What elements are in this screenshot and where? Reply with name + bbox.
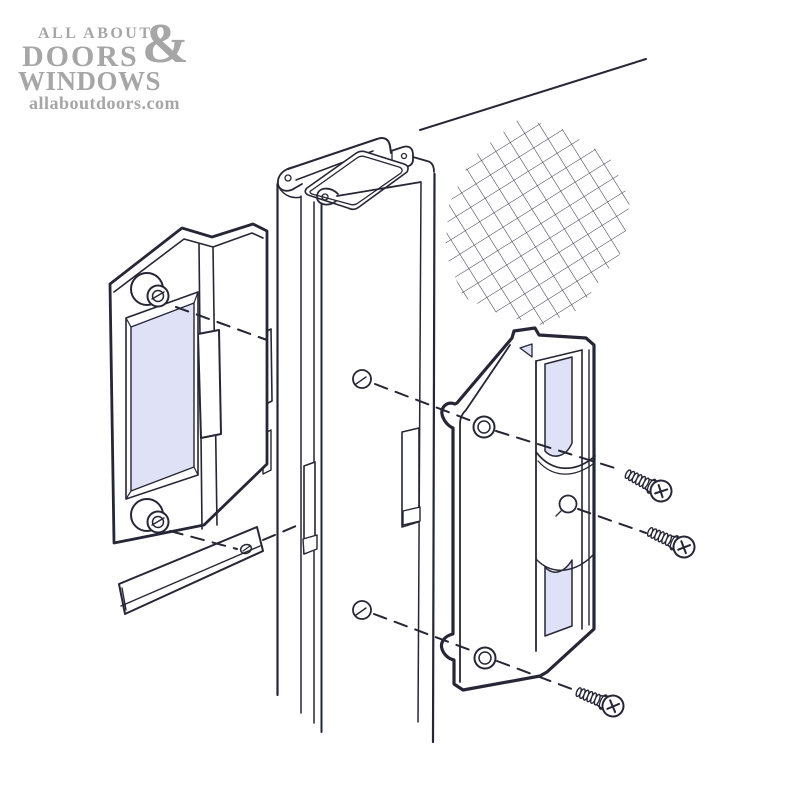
tube-opening — [304, 150, 409, 211]
screw-top — [620, 462, 677, 507]
logo-tagline: ALL ABOUT — [38, 25, 153, 42]
front-flange-curl — [316, 187, 339, 206]
logo-ampersand: & — [142, 13, 189, 75]
left-flange-curl — [277, 166, 303, 192]
keeper-window-opening — [130, 302, 195, 492]
brand-logo: ALL ABOUT & DOORS WINDOWS allaboutdoors.… — [16, 14, 216, 124]
latch-screw-hole-middle — [558, 494, 578, 514]
alignment-dashed-lines — [169, 306, 647, 692]
latch-channel-lower — [544, 559, 573, 637]
outside-latch-body — [439, 326, 596, 692]
logo-doors: DOORS — [22, 40, 139, 73]
latch-bar-hole — [239, 543, 253, 555]
stile-right-notch — [401, 427, 420, 528]
screen-door-stile — [262, 136, 436, 744]
right-flange-hook — [390, 145, 414, 168]
screen-mesh — [419, 58, 647, 325]
logo-windows: WINDOWS — [18, 66, 162, 96]
latch-bar-body — [118, 526, 264, 615]
latch-screw-hole-top — [472, 415, 496, 439]
logo-website: allaboutdoors.com — [29, 93, 181, 113]
latch-screw-hole-bottom — [473, 646, 497, 670]
keeper-strike-tab — [197, 329, 222, 439]
latch-channel-upper — [544, 356, 573, 457]
screw-middle — [643, 520, 699, 562]
inside-latch-plate — [108, 222, 269, 545]
mesh-crosshatch — [445, 118, 630, 325]
screw-bottom — [571, 680, 628, 721]
screen-frame-edge — [419, 58, 647, 131]
latch-bar — [118, 526, 264, 615]
